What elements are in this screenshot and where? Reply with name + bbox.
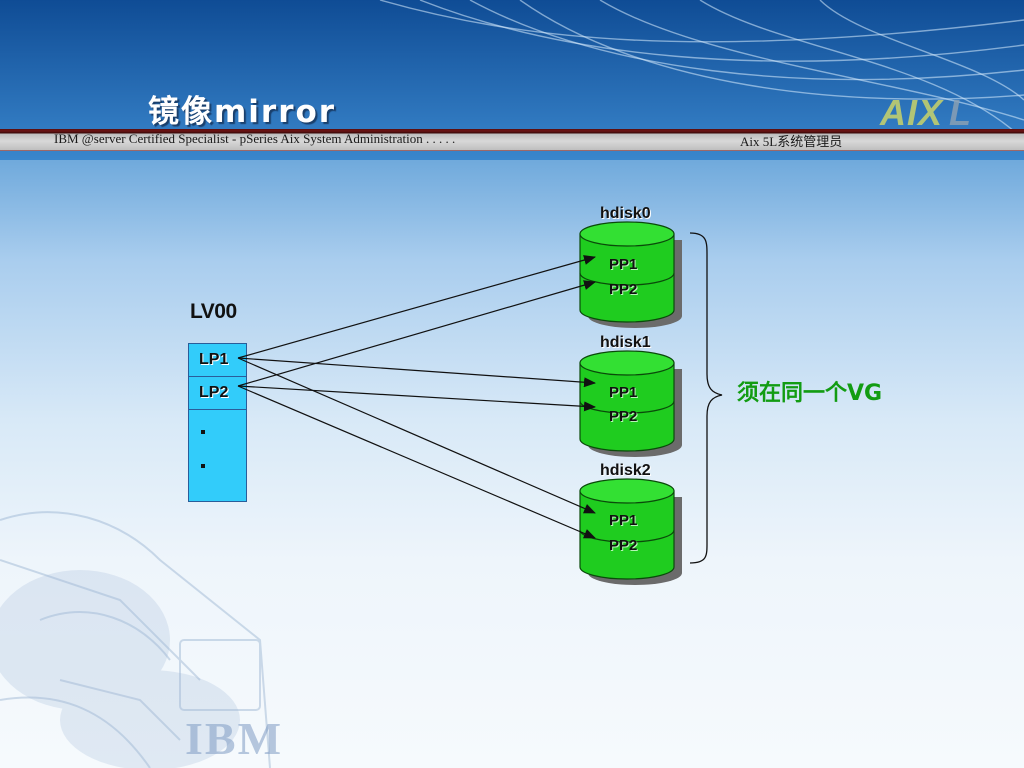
arrow-lp1-hdisk0-pp1 xyxy=(237,255,596,359)
aix-logo-suffix: L xyxy=(949,92,973,133)
arrow-lp1-hdisk2-pp1 xyxy=(237,357,596,514)
lp2-label: LP2 xyxy=(199,384,229,401)
hdisk1-pp2-label: PP2 xyxy=(609,408,638,425)
same-vg-note: 须在同一个VG xyxy=(737,381,883,406)
hdisk1-label: hdisk1 xyxy=(600,334,651,351)
ellipsis-dot-1 xyxy=(201,430,205,434)
logical-volume-box: LP1 LP2 xyxy=(188,343,247,502)
hdisk2-pp2-label: PP2 xyxy=(609,537,638,554)
logical-partition-lp2: LP2 xyxy=(189,377,246,410)
arrow-lp2-hdisk1-pp2 xyxy=(237,385,596,412)
arrow-lp1-hdisk1-pp1 xyxy=(237,357,596,388)
background-ibm-watermark: IBM xyxy=(185,713,283,764)
hdisk0-label: hdisk0 xyxy=(600,205,651,222)
vg-brace xyxy=(689,232,723,564)
hdisk0-pp2-label: PP2 xyxy=(609,281,638,298)
hdisk2-pp1-label: PP1 xyxy=(609,512,638,529)
hdisk0-pp1-label: PP1 xyxy=(609,256,638,273)
lp1-label: LP1 xyxy=(199,351,229,368)
disk-hdisk1 xyxy=(579,350,682,457)
hdisk2-label: hdisk2 xyxy=(600,462,651,479)
hdisk1-pp1-label: PP1 xyxy=(609,384,638,401)
arrow-lp2-hdisk0-pp2 xyxy=(237,280,596,387)
header-certification-text: IBM @server Certified Specialist - pSeri… xyxy=(54,131,456,146)
aix-logo-main: AIX xyxy=(880,92,944,133)
arrow-lp2-hdisk2-pp2 xyxy=(237,385,596,539)
disk-hdisk0 xyxy=(579,221,682,328)
logical-partition-lp1: LP1 xyxy=(189,344,246,377)
ellipsis-dot-2 xyxy=(201,464,205,468)
slide-title: 镜像mirror xyxy=(148,94,337,130)
header-course-text: Aix 5L系统管理员 xyxy=(740,134,843,149)
disk-hdisk2 xyxy=(579,478,682,585)
header-strip xyxy=(0,129,1024,151)
lv-label: LV00 xyxy=(190,300,237,323)
